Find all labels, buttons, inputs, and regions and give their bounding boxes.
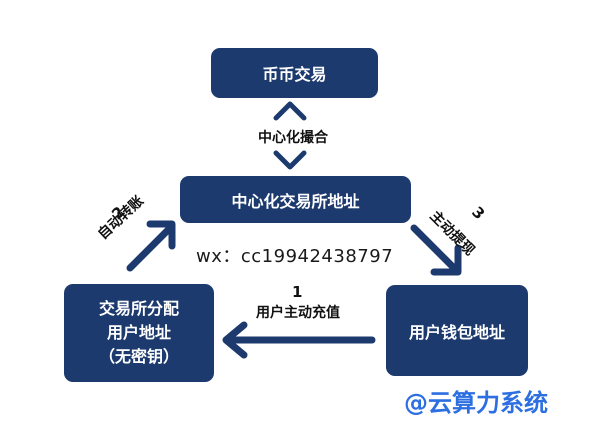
node-allocated-line-3: （无密钥）: [98, 347, 179, 366]
withdraw-arrow: [410, 224, 458, 272]
auto-transfer-arrow-head: [146, 220, 176, 250]
contact-text: wx：cc19942438797: [196, 246, 394, 267]
matching-arrow-up-head: [273, 101, 307, 121]
node-wallet-address-label: 用户钱包地址: [408, 322, 505, 342]
node-allocated-line-2: 用户地址: [106, 323, 171, 342]
node-exchange-label: 币币交易: [262, 65, 327, 84]
node-central-address: 中心化交易所地址: [180, 176, 411, 223]
matching-arrow-down-head: [273, 150, 307, 170]
node-central-address-label: 中心化交易所地址: [231, 191, 360, 211]
node-wallet-address: 用户钱包地址: [386, 285, 528, 376]
edge-matching-label: 中心化撮合: [258, 130, 328, 146]
edge-deposit-label: 用户主动充值: [256, 305, 340, 321]
node-allocated-line-1: 交易所分配: [98, 299, 179, 318]
withdraw-arrow-head: [430, 244, 462, 276]
auto-transfer-arrow: [126, 226, 172, 272]
deposit-arrow-head: [222, 321, 248, 359]
node-allocated-address: 交易所分配 用户地址 （无密钥）: [64, 284, 214, 382]
watermark: @云算力系统: [404, 389, 548, 417]
edge-deposit-step: 1: [292, 283, 303, 301]
node-exchange: 币币交易: [211, 48, 378, 98]
